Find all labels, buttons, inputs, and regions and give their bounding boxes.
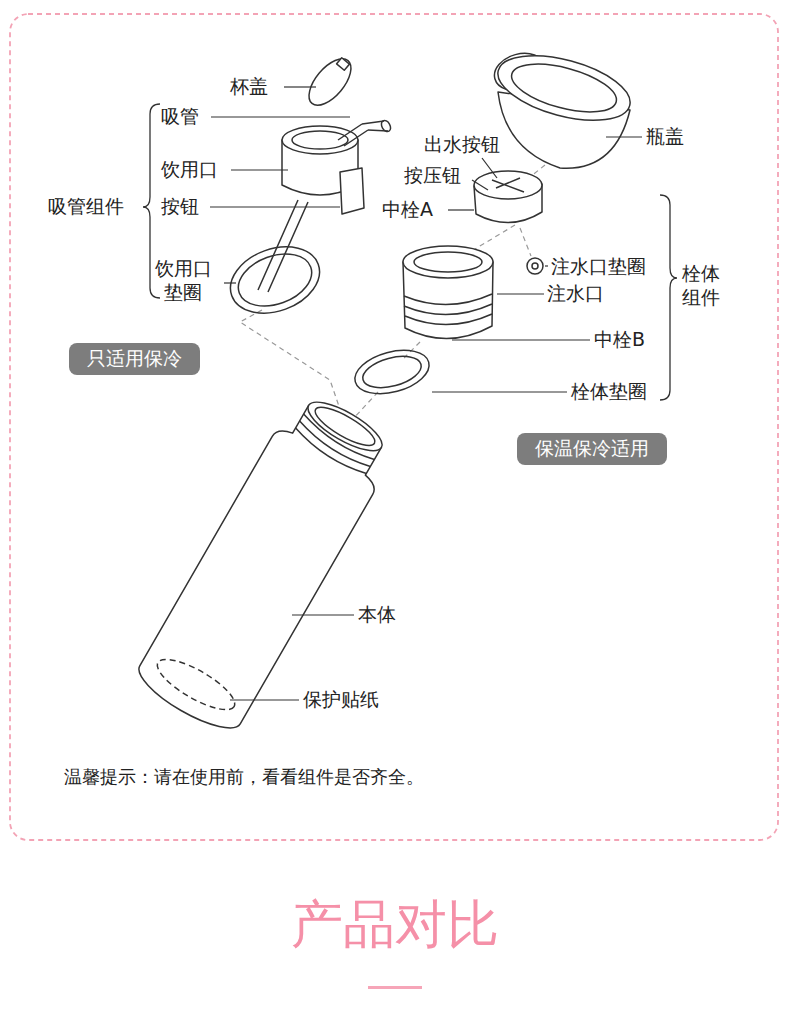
usage-tag: 只适用保冷: [69, 343, 200, 375]
leader-lines-part: [284, 86, 316, 87]
leader-lines-part: [497, 293, 544, 294]
straw-assembly-part: [282, 126, 358, 154]
stopper-assembly: [350, 43, 637, 401]
part-label: 吸管: [161, 105, 199, 129]
part-label: 中栓B: [594, 328, 645, 352]
note-text: 温馨提示：请在使用前，看看组件是否齐全。: [64, 766, 424, 789]
leader-lines-part: [230, 699, 299, 700]
part-label: 吸管组件: [48, 195, 124, 219]
usage-tag: 保温保冷适用: [517, 433, 667, 465]
stopper-assembly-part: [359, 351, 424, 394]
tag-text: 只适用保冷: [87, 347, 182, 369]
assembly-axis-part: [520, 228, 531, 256]
leader-lines-part: [224, 282, 236, 283]
assembly-axis: [240, 165, 545, 420]
stopper-assembly-part: [414, 252, 482, 272]
bottle-body-part: [300, 414, 377, 463]
group-brackets-part: [660, 195, 677, 400]
part-label: 保护贴纸: [303, 688, 379, 712]
stopper-assembly-part: [403, 246, 493, 278]
leader-lines-part: [432, 391, 567, 392]
part-label: 饮用口 垫圈: [152, 257, 214, 305]
leader-lines-part: [231, 169, 288, 170]
part-label: 按压钮: [404, 164, 461, 188]
part-label: 杯盖: [230, 75, 268, 99]
stopper-assembly-part: [507, 55, 622, 122]
assembly-axis-part: [470, 225, 515, 252]
stopper-assembly-part: [527, 258, 543, 274]
group-brackets: [143, 104, 677, 400]
part-label: 栓体 组件: [681, 262, 721, 310]
part-label: 饮用口: [161, 158, 218, 182]
bottle-body-part: [151, 650, 241, 718]
straw-assembly: [221, 52, 392, 325]
bottle-body-part: [292, 428, 369, 477]
stopper-assembly-part: [404, 294, 492, 325]
leader-lines-part: [545, 265, 548, 266]
part-label: 本体: [358, 603, 396, 627]
straw-assembly-part: [362, 121, 388, 131]
straw-assembly-part: [337, 58, 350, 71]
leader-lines-part: [211, 116, 350, 117]
leader-lines-part: [292, 614, 354, 615]
stopper-assembly-part: [492, 178, 524, 192]
straw-assembly-part: [338, 124, 368, 146]
bottle-body-part: [311, 401, 380, 452]
straw-assembly-part: [301, 52, 358, 113]
straw-assembly-part: [231, 244, 319, 315]
leader-lines-part: [482, 158, 497, 178]
part-label: 出水按钮: [424, 133, 500, 157]
part-label: 瓶盖: [646, 125, 684, 149]
leader-lines-part: [472, 180, 488, 190]
leader-lines-part: [452, 339, 590, 340]
stopper-assembly-part: [491, 43, 637, 132]
straw-assembly-part: [340, 168, 364, 214]
leader-lines-part: [606, 136, 642, 137]
part-label: 栓体垫圈: [571, 380, 647, 404]
tag-text: 保温保冷适用: [535, 437, 649, 459]
stopper-assembly-part: [350, 343, 434, 401]
bottle-body-part: [131, 397, 395, 739]
straw-assembly-part: [258, 200, 308, 292]
part-label: 注水口: [547, 282, 604, 306]
section-heading: 产品对比: [291, 892, 499, 957]
stopper-assembly-part: [532, 263, 538, 269]
leader-lines-part: [448, 209, 474, 210]
part-label: 按钮: [161, 195, 199, 219]
straw-assembly-part: [221, 235, 329, 325]
part-label: 中栓A: [382, 198, 433, 222]
assembly-axis-part: [240, 310, 343, 418]
stopper-assembly-part: [474, 171, 542, 199]
dashed-frame: [10, 14, 778, 840]
part-label: 注水口垫圈: [551, 255, 646, 279]
straw-assembly-part: [292, 131, 348, 149]
title-underline: [368, 986, 422, 989]
leader-lines-part: [210, 206, 340, 207]
bottle-body: [131, 385, 402, 739]
bottle-body-part: [296, 421, 373, 470]
bottle-body-part: [302, 393, 389, 459]
